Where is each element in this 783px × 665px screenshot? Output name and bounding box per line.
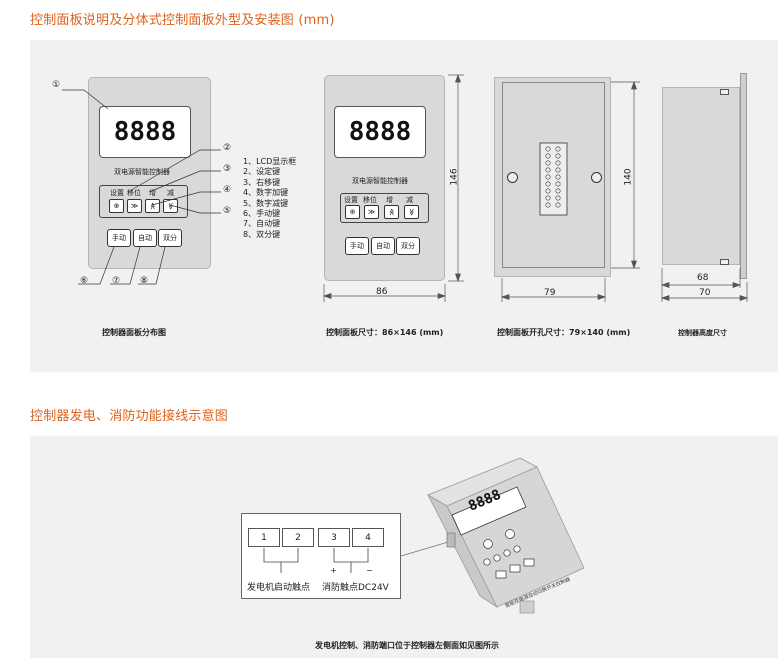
size-auto-button: 自动 [371,237,395,255]
dim-cut-width: 79 [544,288,556,298]
size-key-label-down: 减 [406,196,413,204]
size-down-key: ≫ [404,205,419,219]
size-drawing-lcd: 8888 [334,106,426,158]
legend-item: 6、手动键 [243,209,281,219]
side-view-drawing [662,87,740,265]
dim-depth-outer: 70 [699,288,711,298]
terminal-block [241,513,401,599]
key-label-shift: 移位 [127,189,141,197]
callout-6: ⑥ [80,276,89,286]
legend-item: 8、双分键 [243,229,281,239]
legend-item: 5、数字减键 [243,198,289,208]
legend-list: 1、LCD显示框 2、设定键 3、右移键 4、数字加键 5、数字减键 6、手动键… [243,157,296,240]
legend-item: 1、LCD显示框 [243,157,297,166]
generator-contact-label: 发电机启动触点 [247,583,311,593]
cutout-inner-outline [502,82,605,268]
caption-cutout: 控制面板开孔尺寸：79×140 (mm) [497,328,631,337]
size-key-label-shift: 移位 [363,196,377,204]
callout-1: ① [52,80,61,90]
terminal-2: 2 [282,528,314,547]
callout-4: ④ [223,185,232,195]
caption-wiring: 发电机控制、消防端口位于控制器左侧面如见图所示 [315,641,499,650]
size-set-key: ⊕ [345,205,360,219]
caption-height: 控制器高度尺寸 [678,329,727,337]
auto-button[interactable]: 自动 [133,229,157,247]
down-key[interactable]: ≫ [163,199,178,213]
legend-item: 4、数字加键 [243,188,289,198]
callout-2: ② [223,143,232,153]
side-tab-bottom [720,259,729,265]
terminal-3: 3 [318,528,350,547]
terminal-1: 1 [248,528,280,547]
size-dual-off-button: 双分 [396,237,420,255]
caption-layout: 控制器面板分布图 [102,328,166,337]
key-label-set: 设置 [110,189,124,197]
caption-size: 控制面板尺寸：86×146 (mm) [326,328,444,337]
key-area [99,185,188,218]
section-title-panel: 控制面板说明及分体式控制面板外型及安装图 (mm) [30,13,335,28]
dual-off-button[interactable]: 双分 [158,229,182,247]
size-manual-button: 手动 [345,237,369,255]
callout-8: ⑧ [140,276,149,286]
callout-5: ⑤ [223,206,232,216]
fire-contact-label: 消防触点DC24V [322,583,389,593]
set-icon: ⊕ [349,208,356,216]
callout-3: ③ [223,164,232,174]
mount-hole-right [591,172,602,183]
plus-sign: + [330,566,337,575]
up-key[interactable]: ≪ [145,199,160,213]
size-drawing-name: 双电源智能控制器 [352,177,408,185]
legend-item: 2、设定键 [243,167,281,177]
legend-item: 3、右移键 [243,177,281,187]
key-label-up: 增 [149,189,156,197]
manual-button[interactable]: 手动 [107,229,131,247]
size-key-label-set: 设置 [344,196,358,204]
mount-hole-left [507,172,518,183]
terminal-4: 4 [352,528,384,547]
wiring-diagram-background [30,436,778,658]
side-view-flange [740,73,747,279]
key-label-down: 减 [167,189,174,197]
size-shift-key: ≫ [364,205,379,219]
set-key[interactable]: ⊕ [109,199,124,213]
dim-width: 86 [376,287,388,297]
section-title-wiring: 控制器发电、消防功能接线示意图 [30,409,229,424]
callout-7: ⑦ [112,276,121,286]
minus-sign: − [366,566,373,575]
size-drawing-key-area [340,193,429,223]
controller-name: 双电源智能控制器 [114,168,170,176]
double-right-icon: ≫ [367,208,376,216]
legend-item: 7、自动键 [243,219,281,229]
shift-key[interactable]: ≫ [127,199,142,213]
side-tab-top [720,89,729,95]
lcd-display: 8888 [99,106,191,158]
set-icon: ⊕ [113,202,120,210]
size-up-key: ≪ [384,205,399,219]
double-right-icon: ≫ [130,202,139,210]
size-key-label-up: 增 [386,196,393,204]
dim-depth-inner: 68 [697,273,709,283]
